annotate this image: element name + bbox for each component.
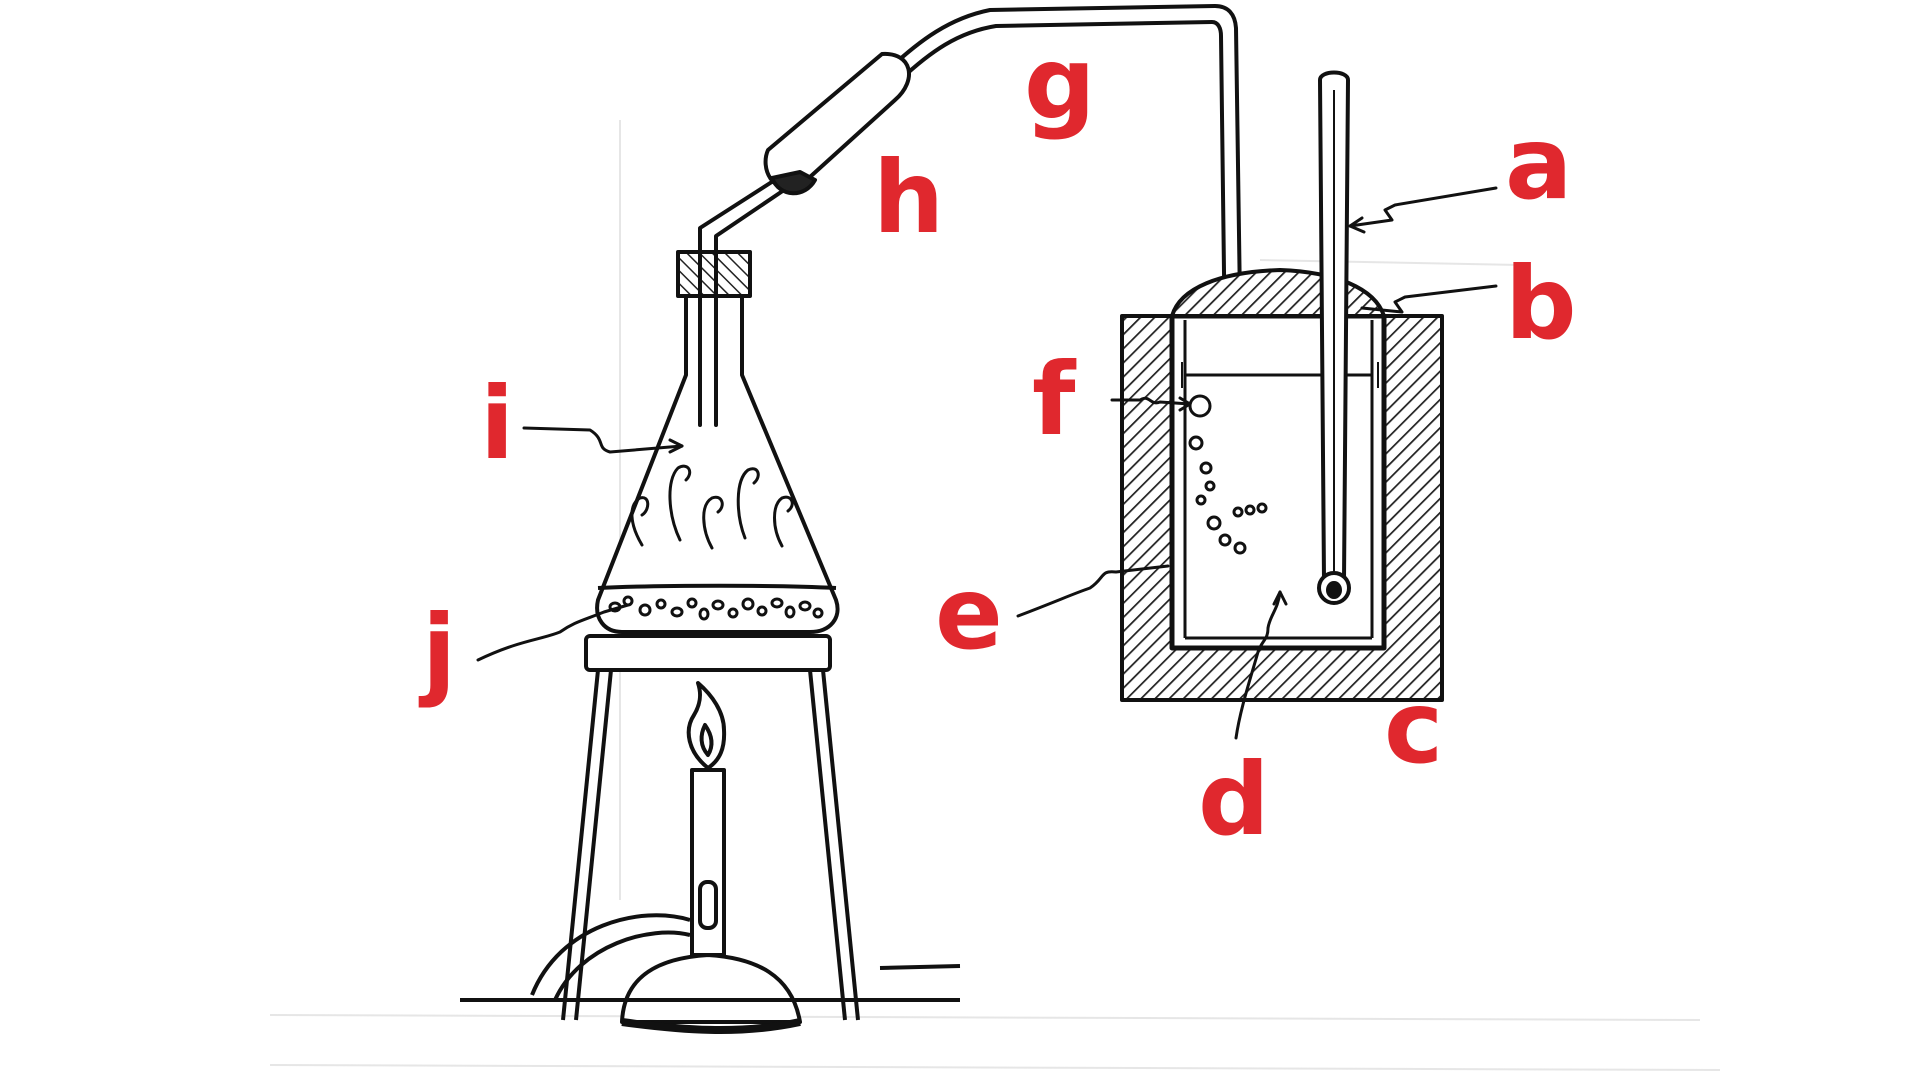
bench-surface: [460, 964, 961, 1002]
bunsen-burner: [530, 681, 802, 1034]
label-b: b: [1505, 245, 1577, 362]
label-a: a: [1505, 105, 1572, 222]
drying-tube: [763, 51, 911, 196]
background-artifacts: [269, 120, 1721, 1071]
label-e: e: [935, 555, 1003, 672]
labels: a b c d e f g h i j: [418, 25, 1577, 858]
water-bath: [1120, 268, 1444, 702]
vapour-curls: [630, 464, 794, 550]
label-c: c: [1384, 669, 1443, 786]
label-f: f: [1032, 341, 1077, 458]
liquid-particles: [608, 595, 824, 621]
label-g: g: [1024, 25, 1096, 142]
gas-bubbles: [1188, 394, 1268, 555]
label-j: j: [418, 593, 456, 710]
thermometer: [1317, 70, 1351, 605]
label-i: i: [480, 365, 514, 482]
pointer-lines: [476, 186, 1498, 740]
label-h: h: [873, 139, 944, 256]
label-d: d: [1198, 741, 1270, 858]
